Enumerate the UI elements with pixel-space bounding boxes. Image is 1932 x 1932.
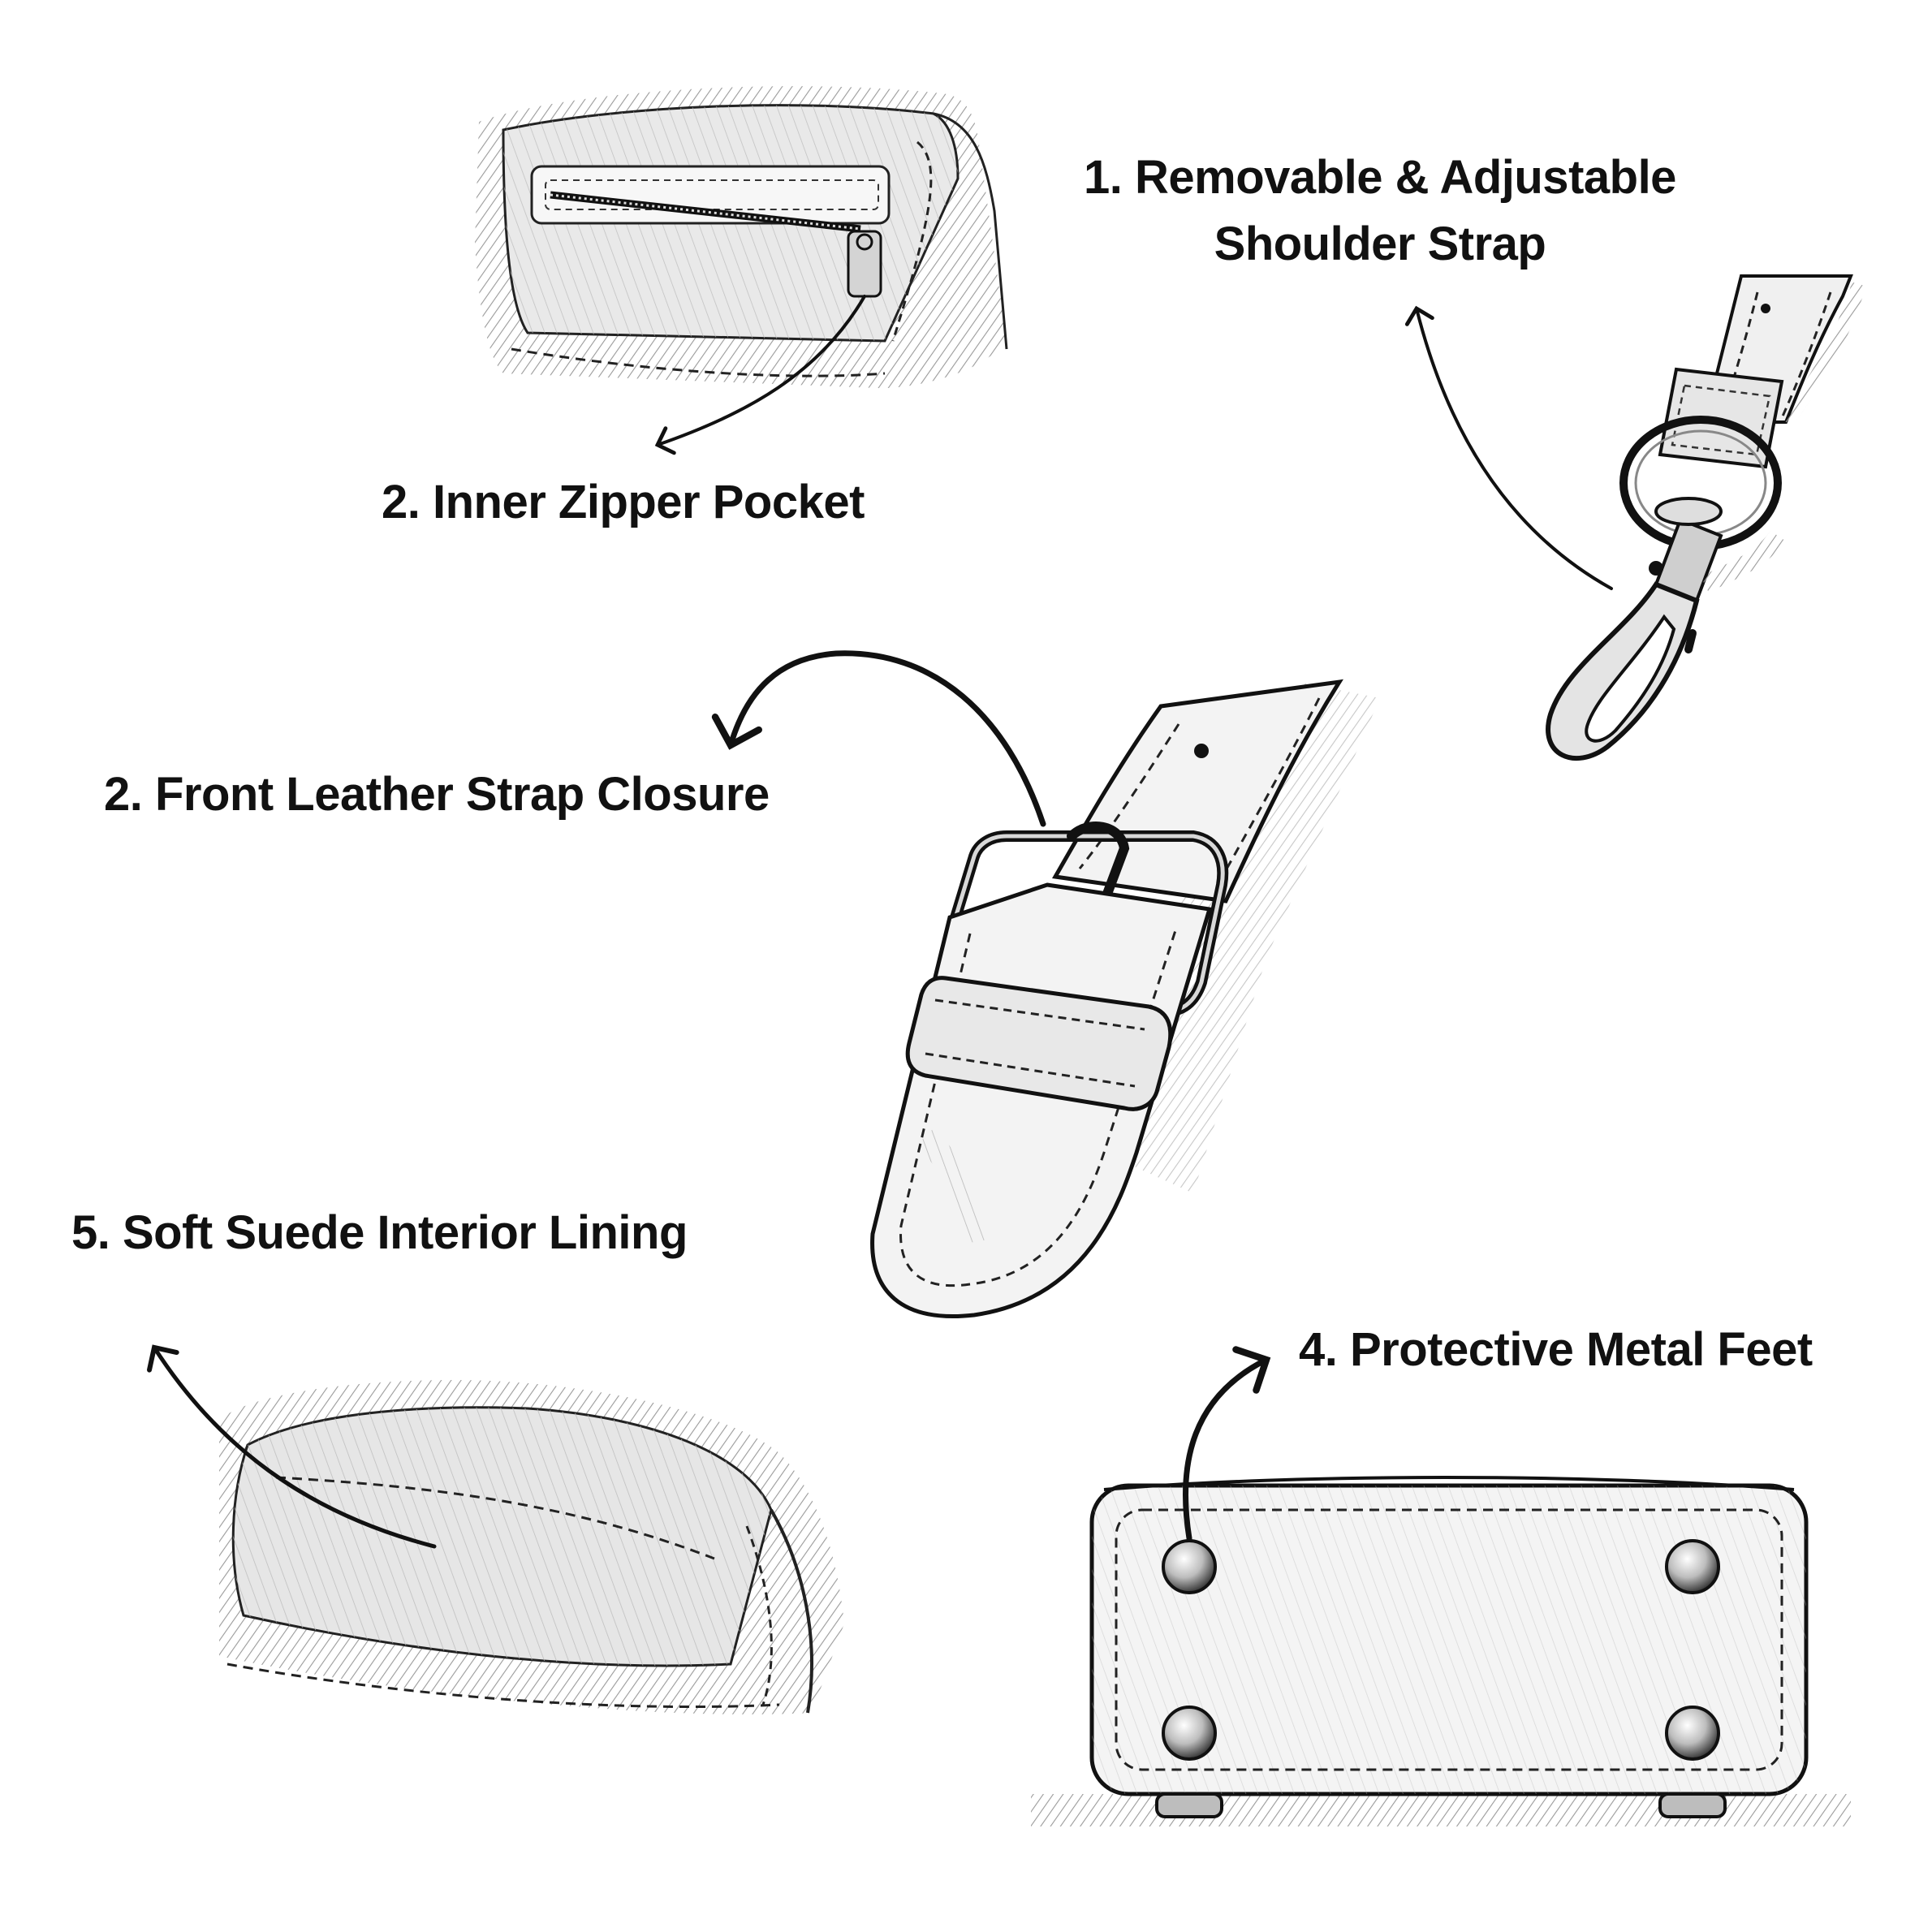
label-metal-feet: 4. Protective Metal Feet xyxy=(1299,1323,1813,1376)
closure-pointer-arrow xyxy=(711,650,1046,827)
label-shoulder-strap-line1: 1. Removable & Adjustable xyxy=(1084,151,1676,204)
metal-foot-rivet xyxy=(1665,1539,1720,1594)
metal-foot-rivet xyxy=(1162,1539,1217,1594)
label-suede-lining: 5. Soft Suede Interior Lining xyxy=(71,1206,688,1259)
lining-pointer-arrow xyxy=(147,1344,437,1549)
label-shoulder-strap-line2: Shoulder Strap xyxy=(1214,218,1546,270)
bag-base-feet-sketch xyxy=(1031,1476,1851,1826)
label-inner-zipper-pocket: 2. Inner Zipper Pocket xyxy=(382,476,865,528)
zipper-pointer-arrow xyxy=(654,295,866,455)
metal-foot-rivet xyxy=(1665,1706,1720,1761)
zipper-pocket-sketch xyxy=(475,86,1008,389)
suede-lining-sketch xyxy=(219,1380,844,1714)
buckle-strap-sketch xyxy=(870,679,1380,1318)
label-front-strap-closure: 2. Front Leather Strap Closure xyxy=(104,768,770,821)
swivel-clasp-sketch xyxy=(1546,274,1866,761)
metal-foot-rivet xyxy=(1162,1706,1217,1761)
feet-pointer-arrow xyxy=(1183,1346,1271,1542)
label-shoulder-strap: 1. Removable & Adjustable Shoulder Strap xyxy=(1055,144,1705,278)
strap-pointer-arrow xyxy=(1404,305,1613,590)
